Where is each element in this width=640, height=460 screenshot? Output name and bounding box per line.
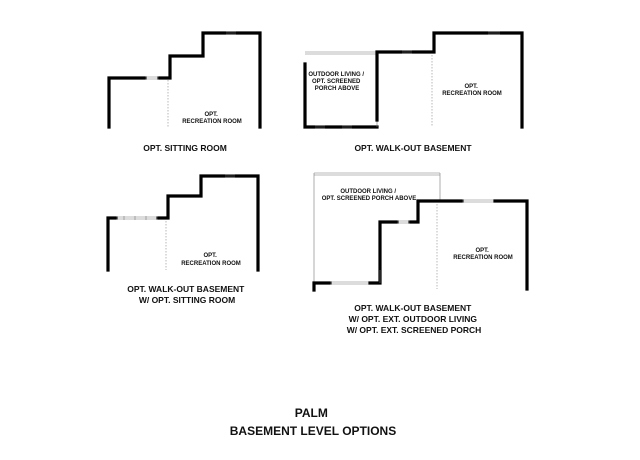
- room-label: OPT. RECREATION ROOM: [181, 253, 241, 267]
- wall-opening: [116, 216, 158, 220]
- wall: [156, 174, 260, 272]
- wall: [303, 62, 379, 129]
- wall: [493, 199, 529, 291]
- wall: [375, 31, 524, 129]
- wall: [157, 31, 262, 129]
- wall: [408, 199, 464, 224]
- room-label: OPT. RECREATION ROOM: [182, 112, 242, 125]
- window: [225, 174, 235, 178]
- wall: [106, 216, 118, 272]
- plan-walkout-basement: OUTDOOR LIVING / OPT. SCREENED PORCH ABO…: [303, 31, 524, 153]
- wall: [107, 76, 147, 129]
- window: [462, 199, 495, 203]
- room-label: OUTDOOR LIVING / OPT. SCREENED PORCH ABO…: [308, 72, 365, 92]
- window: [397, 220, 410, 224]
- porch-outline: [313, 173, 441, 283]
- window: [330, 281, 370, 285]
- plan-sitting-room: OPT. RECREATION ROOM OPT. SITTING ROOM: [107, 31, 262, 153]
- plan-walkout-extended: OUTDOOR LIVING / OPT. SCREENED PORCH ABO…: [312, 172, 529, 335]
- window: [123, 216, 147, 220]
- room-label: OPT. RECREATION ROOM: [442, 84, 502, 97]
- plan-walkout-with-sitting-room: OPT. RECREATION ROOM OPT. WALK-OUT BASEM…: [106, 174, 260, 305]
- plan-caption: OPT. SITTING ROOM: [143, 143, 227, 153]
- wall: [312, 281, 332, 292]
- porch-outline: [314, 172, 440, 176]
- wall: [368, 220, 399, 285]
- window: [226, 31, 236, 35]
- page-title: PALM BASEMENT LEVEL OPTIONS: [230, 406, 396, 438]
- room-label: OUTDOOR LIVING / OPT. SCREENED PORCH ABO…: [322, 189, 416, 202]
- room-label: OPT. RECREATION ROOM: [453, 248, 513, 261]
- plan-caption: OPT. WALK-OUT BASEMENT W/ OPT. SITTING R…: [127, 284, 246, 305]
- plan-caption: OPT. WALK-OUT BASEMENT: [354, 143, 472, 153]
- window: [145, 76, 159, 80]
- window: [402, 31, 500, 54]
- window: [315, 125, 352, 129]
- plan-caption: OPT. WALK-OUT BASEMENT W/ OPT. EXT. OUTD…: [347, 303, 482, 335]
